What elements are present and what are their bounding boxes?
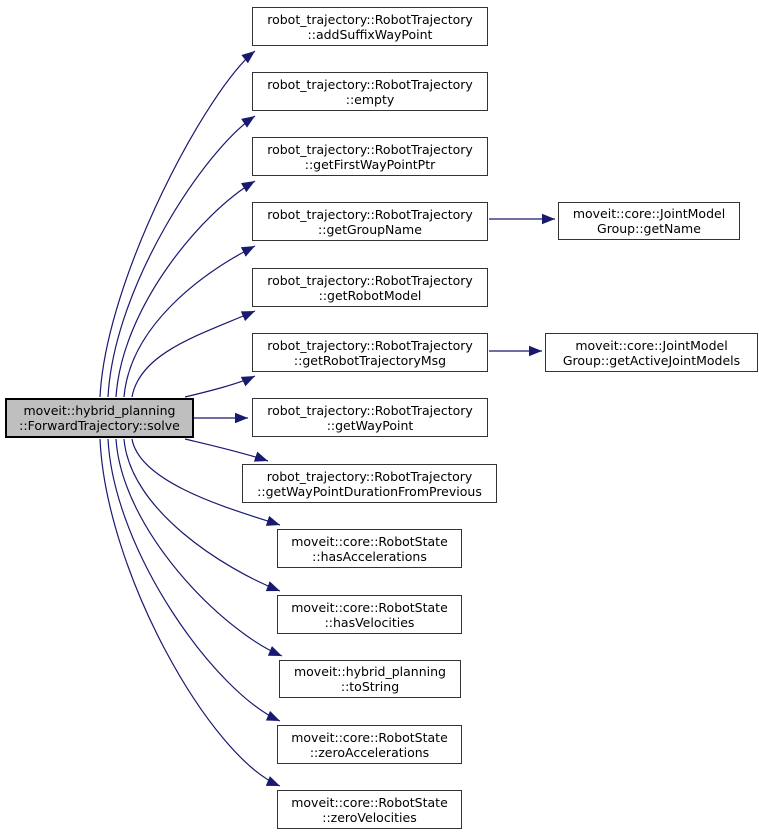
node-label-line2: ::zeroAccelerations <box>309 744 430 760</box>
node-label-line2: ::getGroupName <box>318 221 422 237</box>
node-label-line1: moveit::core::RobotState <box>291 729 448 745</box>
node-label-line1: robot_trajectory::RobotTrajectory <box>267 272 473 288</box>
node-forward-trajectory-solve: moveit::hybrid_planning ::ForwardTraject… <box>5 398 194 438</box>
edge-solve-to-get-way-point-duration-from-previous <box>184 438 269 462</box>
node-label-line2: ::getWayPointDurationFromPrevious <box>257 483 482 499</box>
node-joint-model-group-get-name[interactable]: moveit::core::JointModel Group::getName <box>558 202 740 240</box>
node-label-line1: moveit::core::RobotState <box>291 533 448 549</box>
node-label-line1: moveit::core::JointModel <box>575 337 728 353</box>
node-label-line1: moveit::core::RobotState <box>291 794 448 810</box>
node-label-line1: robot_trajectory::RobotTrajectory <box>267 11 473 27</box>
node-get-robot-model[interactable]: robot_trajectory::RobotTrajectory ::getR… <box>252 268 488 307</box>
edge-solve-to-zero-accelerations <box>107 438 281 722</box>
node-get-way-point-duration-from-previous[interactable]: robot_trajectory::RobotTrajectory ::getW… <box>242 464 497 503</box>
node-label-line2: ::addSuffixWayPoint <box>307 26 433 42</box>
edge-solve-to-get-group-name <box>123 245 256 398</box>
edge-solve-to-get-first-way-point-ptr <box>115 180 256 398</box>
node-get-first-way-point-ptr[interactable]: robot_trajectory::RobotTrajectory ::getF… <box>252 137 488 176</box>
node-label-line2: ::hasAccelerations <box>312 548 427 564</box>
node-label-line2: ::toString <box>340 679 400 694</box>
node-label-line2: ::empty <box>345 91 395 107</box>
node-label-line1: moveit::core::JointModel <box>572 206 726 221</box>
edge-solve-to-to-string <box>115 438 283 657</box>
node-to-string[interactable]: moveit::hybrid_planning ::toString <box>279 660 461 698</box>
node-label-line1: robot_trajectory::RobotTrajectory <box>267 76 473 92</box>
node-zero-velocities[interactable]: moveit::core::RobotState ::zeroVelocitie… <box>277 790 462 829</box>
node-label-line2: ::getRobotTrajectoryMsg <box>293 352 447 368</box>
node-label-line1: robot_trajectory::RobotTrajectory <box>267 402 473 418</box>
edge-solve-to-add-suffix-way-point <box>99 50 256 398</box>
node-label-line2: ::zeroVelocities <box>322 809 417 825</box>
node-has-velocities[interactable]: moveit::core::RobotState ::hasVelocities <box>277 595 462 634</box>
node-zero-accelerations[interactable]: moveit::core::RobotState ::zeroAccelerat… <box>277 725 462 764</box>
node-label-line1: robot_trajectory::RobotTrajectory <box>267 337 473 353</box>
node-label-line1: moveit::hybrid_planning <box>23 403 176 418</box>
edge-solve-to-get-robot-model <box>131 310 256 398</box>
node-add-suffix-way-point[interactable]: robot_trajectory::RobotTrajectory ::addS… <box>252 7 488 46</box>
node-label-line2: Group::getName <box>597 221 701 236</box>
node-label-line1: robot_trajectory::RobotTrajectory <box>267 141 473 157</box>
edge-solve-to-get-robot-trajectory-msg <box>184 375 256 398</box>
node-get-group-name[interactable]: robot_trajectory::RobotTrajectory ::getG… <box>252 202 488 241</box>
node-empty[interactable]: robot_trajectory::RobotTrajectory ::empt… <box>252 72 488 111</box>
node-get-active-joint-models[interactable]: moveit::core::JointModel Group::getActiv… <box>545 333 758 372</box>
node-label-line2: ::getFirstWayPointPtr <box>304 156 436 172</box>
node-has-accelerations[interactable]: moveit::core::RobotState ::hasAccelerati… <box>277 529 462 568</box>
node-label-line2: ::getRobotModel <box>318 287 422 303</box>
edge-solve-to-has-velocities <box>123 438 281 592</box>
node-label-line1: moveit::core::RobotState <box>291 599 448 615</box>
edge-solve-to-empty <box>107 115 256 398</box>
edge-solve-to-has-accelerations <box>131 438 281 526</box>
node-label-line2: ::hasVelocities <box>324 614 415 630</box>
edge-solve-to-zero-velocities <box>99 438 281 787</box>
node-label-line1: moveit::hybrid_planning <box>293 664 446 679</box>
node-get-way-point[interactable]: robot_trajectory::RobotTrajectory ::getW… <box>252 398 488 437</box>
node-label-line2: Group::getActiveJointModels <box>562 352 741 368</box>
node-label-line2: ::getWayPoint <box>326 417 414 433</box>
node-label-line1: robot_trajectory::RobotTrajectory <box>267 206 473 222</box>
node-label-line2: ::ForwardTrajectory::solve <box>19 418 180 433</box>
node-get-robot-trajectory-msg[interactable]: robot_trajectory::RobotTrajectory ::getR… <box>252 333 488 372</box>
node-label-line1: robot_trajectory::RobotTrajectory <box>266 468 473 484</box>
